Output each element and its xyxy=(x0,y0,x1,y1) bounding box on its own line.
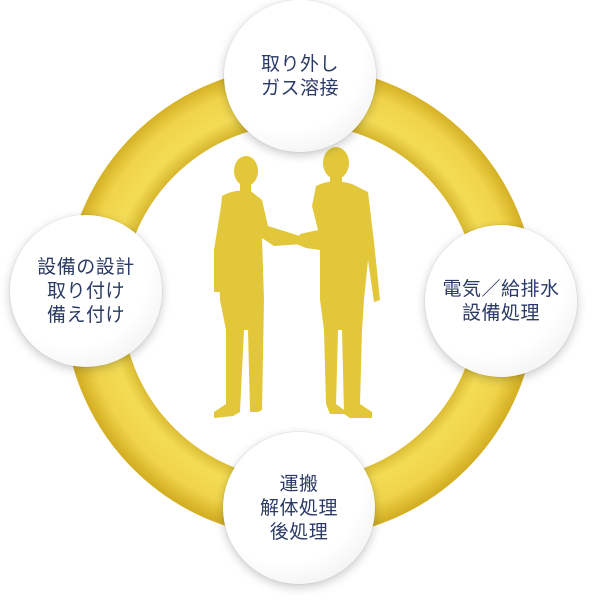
right-businessman xyxy=(296,147,380,418)
step-node-right-line-1: 電気／給排水 xyxy=(442,278,560,300)
step-node-right: 電気／給排水 設備処理 xyxy=(425,225,577,377)
step-node-bottom-line-2: 解体処理 xyxy=(259,497,338,519)
step-node-right-line-2: 設備処理 xyxy=(461,302,540,324)
step-node-top-line-1: 取り外し xyxy=(260,53,339,75)
step-node-left-line-3: 備え付け xyxy=(46,304,125,326)
step-node-top: 取り外し ガス溶接 xyxy=(224,0,376,152)
left-businessman xyxy=(214,156,302,418)
step-node-bottom-line-1: 運搬 xyxy=(279,473,319,495)
step-node-left-line-2: 取り付け xyxy=(46,280,125,302)
step-node-top-line-2: ガス溶接 xyxy=(260,77,339,99)
step-node-left: 設備の設計 取り付け 備え付け xyxy=(10,215,162,367)
step-node-bottom-line-3: 後処理 xyxy=(269,521,329,543)
step-node-bottom: 運搬 解体処理 後処理 xyxy=(223,432,375,584)
step-node-left-line-1: 設備の設計 xyxy=(37,256,135,278)
handshake-silhouette-icon xyxy=(214,147,380,418)
